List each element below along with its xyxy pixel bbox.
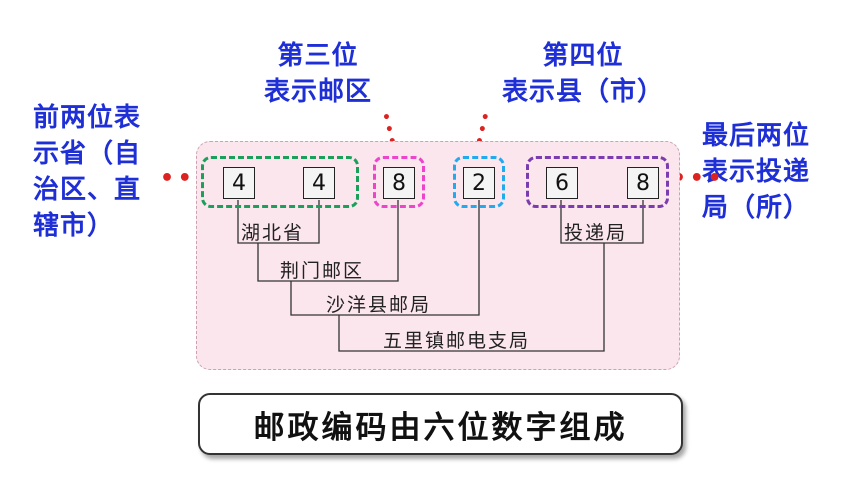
label-third-line-2: 表示邮区 (263, 77, 372, 107)
tree-label-delivery: 投递局 (564, 222, 628, 244)
label-first-two-digits: 前两位表 示省（自 治区、直 辖市） (33, 100, 141, 244)
tree-label-county: 沙洋县邮局 (326, 294, 432, 316)
label-first-two-line-1: 前两位表 (33, 103, 142, 133)
digit-box-1: 4 (223, 167, 255, 199)
label-last-two-line-2: 表示投递 (702, 157, 811, 187)
label-first-two-line-2: 示省（自 (33, 139, 142, 169)
label-fourth-line-2: 表示县（市） (501, 77, 664, 107)
tree-label-province: 湖北省 (241, 222, 305, 244)
bracket-region (257, 200, 399, 282)
label-fourth-digit: 第四位 表示县（市） (478, 38, 688, 110)
tree-label-region: 荆门邮区 (280, 260, 365, 282)
connector-dots-right: • • • (672, 166, 721, 191)
label-last-two-line-3: 局（所） (702, 193, 811, 223)
digit-box-5: 6 (546, 167, 578, 199)
group-third (373, 156, 425, 208)
group-fourth (453, 156, 505, 208)
label-third-line-1: 第三位 (277, 41, 359, 71)
label-fourth-line-1: 第四位 (542, 41, 624, 71)
label-last-two-digits: 最后两位 表示投递 局（所） (702, 118, 810, 226)
digit-box-4: 2 (463, 167, 495, 199)
bracket-province (237, 200, 320, 244)
group-first-two (201, 156, 359, 208)
caption-box: 邮政编码由六位数字组成 (198, 393, 683, 455)
label-first-two-line-3: 治区、直 (33, 175, 142, 205)
group-last-two (526, 156, 669, 208)
label-third-digit: 第三位 表示邮区 (248, 38, 388, 110)
tree-label-branch: 五里镇邮电支局 (383, 330, 531, 352)
bracket-branch (338, 243, 605, 352)
bracket-delivery (560, 200, 644, 244)
diagram-panel (196, 141, 680, 370)
label-first-two-line-4: 辖市） (33, 211, 115, 241)
digit-box-3: 8 (383, 167, 415, 199)
bracket-county (290, 200, 480, 316)
label-last-two-line-1: 最后两位 (702, 121, 811, 151)
digit-box-6: 8 (627, 167, 659, 199)
digit-box-2: 4 (303, 167, 335, 199)
